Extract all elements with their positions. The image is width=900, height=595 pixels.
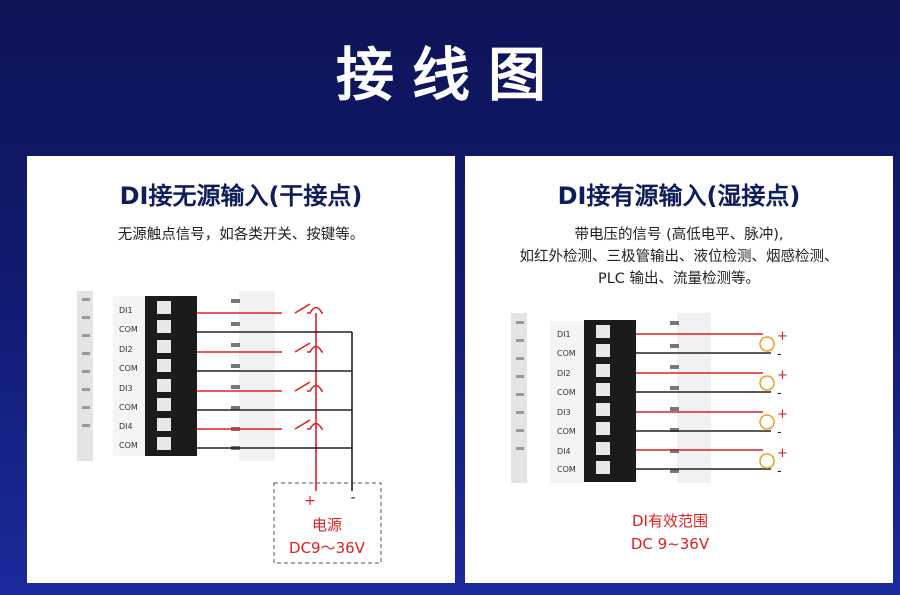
plug-contacts [231, 299, 240, 450]
source-minus-sign: - [777, 464, 782, 479]
signal-source [759, 336, 775, 352]
signal-source [759, 414, 775, 430]
source-plus-sign: + [777, 368, 788, 383]
wet-signal-wires [636, 333, 763, 451]
signal-source [759, 453, 775, 469]
terminal-label: DI2 [557, 369, 571, 378]
wet-contact-description: 带电压的信号 (高低电平、脉冲), 如红外检测、三极管输出、液位检测、烟感检测、… [465, 224, 893, 290]
wet-contact-description-line: 带电压的信号 (高低电平、脉冲), [574, 227, 784, 243]
terminal-label: DI3 [557, 408, 571, 417]
wet-contact-wiring-diagram: DI1 COM DI2 COM DI3 COM DI4 COM [511, 313, 788, 553]
terminal-label: DI1 [119, 306, 133, 315]
source-minus-sign: - [777, 425, 782, 440]
wet-contact-description-line: 如红外检测、三极管输出、液位检测、烟感检测、 [519, 249, 839, 265]
terminal-label: COM [557, 388, 576, 397]
plug-contacts [670, 321, 679, 473]
terminal-label: DI2 [119, 345, 133, 354]
device-pins [516, 321, 524, 450]
terminal-label: DI3 [119, 384, 133, 393]
terminal-label: COM [557, 349, 576, 358]
supply-plus-sign: + [304, 493, 316, 509]
dry-contact-title: DI接无源输入(干接点) [119, 182, 363, 210]
dry-contact-panel: DI接无源输入(干接点) 无源触点信号，如各类开关、按键等。 DI1 COM D… [27, 156, 455, 583]
terminal-label: COM [557, 465, 576, 474]
terminal-label: DI4 [119, 422, 133, 431]
di-range-value: DC 9~36V [631, 535, 710, 553]
source-minus-sign: - [777, 347, 782, 362]
terminal-screws [596, 325, 610, 474]
device-housing-strip [77, 291, 93, 461]
terminal-label: COM [119, 403, 138, 412]
terminal-label: COM [119, 364, 138, 373]
dry-contact-description: 无源触点信号，如各类开关、按键等。 [27, 224, 455, 246]
terminal-label: DI4 [557, 447, 571, 456]
dry-contact-description-line: 无源触点信号，如各类开关、按键等。 [117, 227, 365, 243]
dry-contact-wiring-diagram: DI1 COM DI2 COM DI3 COM DI4 COM [77, 291, 382, 564]
di-range-label: DI有效范围 [632, 512, 708, 530]
source-plus-sign: + [777, 446, 788, 461]
power-supply-label: 电源 [312, 516, 342, 534]
wet-com-wires [636, 352, 771, 470]
plug-housing [677, 313, 711, 483]
terminal-label-board [113, 296, 145, 456]
power-supply-box [273, 482, 382, 564]
wet-contact-title: DI接有源输入(湿接点) [557, 182, 801, 210]
device-housing-strip [511, 313, 527, 483]
dry-signal-wires [197, 303, 323, 491]
supply-minus-sign: - [350, 490, 355, 506]
terminal-label-board [550, 321, 584, 483]
terminal-label: DI1 [557, 330, 571, 339]
source-plus-sign: + [777, 329, 788, 344]
dry-com-wires [197, 331, 353, 491]
source-minus-sign: - [777, 386, 782, 401]
wet-contact-panel: DI接有源输入(湿接点) 带电压的信号 (高低电平、脉冲), 如红外检测、三极管… [465, 156, 893, 583]
page-title: 接线图 [335, 41, 564, 109]
terminal-label: COM [557, 427, 576, 436]
device-pins [82, 298, 90, 427]
wet-contact-description-line: PLC 输出、流量检测等。 [597, 271, 761, 287]
plug-housing [239, 291, 275, 461]
terminal-label: COM [119, 325, 138, 334]
terminal-screws [157, 301, 171, 450]
signal-source [759, 375, 775, 391]
power-supply-range: DC9～36V [289, 539, 366, 557]
terminal-label: COM [119, 441, 138, 450]
source-plus-sign: + [777, 407, 788, 422]
